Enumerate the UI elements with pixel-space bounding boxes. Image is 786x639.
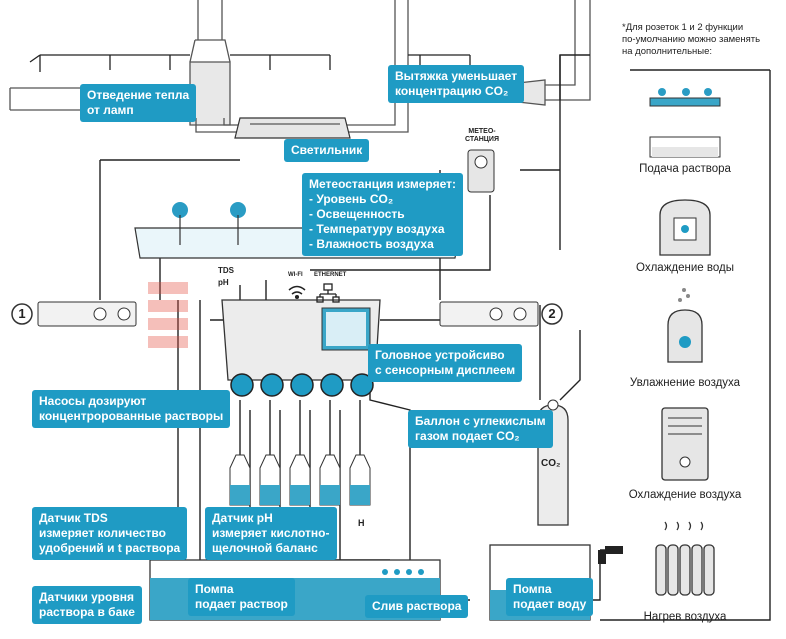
callout-meteo: Метеостанция измеряет: - Уровень CO₂ - О… <box>302 173 463 256</box>
air-conditioner-icon <box>661 407 709 481</box>
socket-2 <box>439 301 563 327</box>
sidebar-item-solution-supply: Подача раствора <box>639 163 731 175</box>
callout-line: Метеостанция измеряет: <box>309 177 456 191</box>
wifi-tag: WI-FI <box>288 272 303 278</box>
hydroponic-tray-icon <box>649 88 721 158</box>
ethernet-tag: ETHERNET <box>314 272 347 278</box>
head-unit <box>221 299 381 397</box>
sidebar-item-humidification: Увлажнение воздуха <box>629 377 741 389</box>
solution-bottles <box>229 454 371 506</box>
callout-exhaust: Вытяжка уменьшает концентрацию CO₂ <box>388 65 525 103</box>
callout-line: щелочной баланс <box>212 541 318 555</box>
lamp <box>234 117 351 139</box>
sidebar-title-line: на дополнительные: <box>622 46 713 57</box>
water-chiller-icon <box>659 199 711 256</box>
callout-line: Баллон с углекислым <box>415 414 546 428</box>
socket-1-number: 1 <box>18 306 26 321</box>
sidebar-title-line: *Для розеток 1 и 2 функции <box>622 22 744 33</box>
wifi-icon <box>288 285 306 300</box>
callout-line: - Уровень CO₂ <box>309 192 394 206</box>
callout-line: измеряет кислотно- <box>212 526 330 540</box>
sprinkler-lines <box>29 54 471 72</box>
sidebar-item-air-cooling: Охлаждение воздуха <box>628 489 742 501</box>
watermark-logo <box>148 282 188 348</box>
tds-tag: TDS <box>218 266 234 275</box>
callout-pumps: Насосы дозируют концентророванные раство… <box>32 390 231 428</box>
callout-line: Головное устройсиво <box>375 348 505 362</box>
callout-lamp: Светильник <box>284 139 370 162</box>
label-line: СТАНЦИЯ <box>464 136 499 143</box>
callout-line: удобрений и t раствора <box>39 541 181 555</box>
callout-line: Датчики уровня <box>39 590 134 604</box>
callout-pump-solution: Помпа подает раствор <box>188 578 295 616</box>
callout-co2: Баллон с углекислым газом подает CO₂ <box>408 410 553 448</box>
callout-pump-water: Помпа подает воду <box>506 578 594 616</box>
sidebar-item-air-heating: Нагрев воздуха <box>643 611 727 623</box>
humidifier-icon <box>667 288 703 363</box>
callout-line: концентрацию CO₂ <box>395 84 509 98</box>
callout-head-unit: Головное устройсиво с сенсорным дисплеем <box>368 344 523 382</box>
meteo-device-label: МЕТЕО- СТАНЦИЯ <box>452 128 512 144</box>
callout-line: Вытяжка уменьшает <box>395 69 518 83</box>
ph-tag: pH <box>218 278 229 287</box>
callout-line: Датчик TDS <box>39 511 108 525</box>
callout-level-sensors: Датчики уровня раствора в баке <box>32 586 142 624</box>
callout-line: - Освещенность <box>309 207 405 221</box>
socket-1 <box>11 301 137 327</box>
callout-line: концентророванные растворы <box>39 409 224 423</box>
co2-tank-label: CO₂ <box>541 458 561 469</box>
ethernet-icon <box>316 283 340 303</box>
h-mark: H <box>358 518 365 528</box>
label-line: МЕТЕО- <box>468 128 496 135</box>
callout-line: Датчик pH <box>212 511 273 525</box>
callout-line: Отведение тепла <box>87 88 190 102</box>
callout-line: подает раствор <box>195 597 288 611</box>
callout-heat-removal: Отведение тепла от ламп <box>80 84 197 122</box>
sidebar-title: *Для розеток 1 и 2 функции по-умолчанию … <box>622 22 760 58</box>
callout-tds: Датчик TDS измеряет количество удобрений… <box>32 507 188 560</box>
callout-line: от ламп <box>87 103 134 117</box>
callout-line: Слив раствора <box>372 599 462 613</box>
callout-line: раствора в баке <box>39 605 135 619</box>
callout-line: Помпа <box>195 582 234 596</box>
sidebar-item-water-cooling: Охлаждение воды <box>636 262 734 274</box>
water-tap-icon <box>598 546 623 564</box>
callout-line: измеряет количество <box>39 526 166 540</box>
callout-line: Помпа <box>513 582 552 596</box>
radiator-heater-icon <box>655 521 715 596</box>
callout-ph: Датчик pH измеряет кислотно- щелочной ба… <box>205 507 337 560</box>
callout-line: Насосы дозируют <box>39 394 147 408</box>
socket-2-number: 2 <box>548 306 556 321</box>
callout-drain: Слив раствора <box>365 595 469 618</box>
callout-line: - Температуру воздуха <box>309 222 445 236</box>
callout-line: с сенсорным дисплеем <box>375 363 516 377</box>
meteo-station <box>467 149 495 193</box>
sidebar-title-line: по-умолчанию можно заменять <box>622 34 761 45</box>
callout-line: - Влажность воздуха <box>309 237 434 251</box>
callout-line: газом подает CO₂ <box>415 429 520 443</box>
callout-line: Светильник <box>291 143 363 157</box>
callout-line: подает воду <box>513 597 587 611</box>
